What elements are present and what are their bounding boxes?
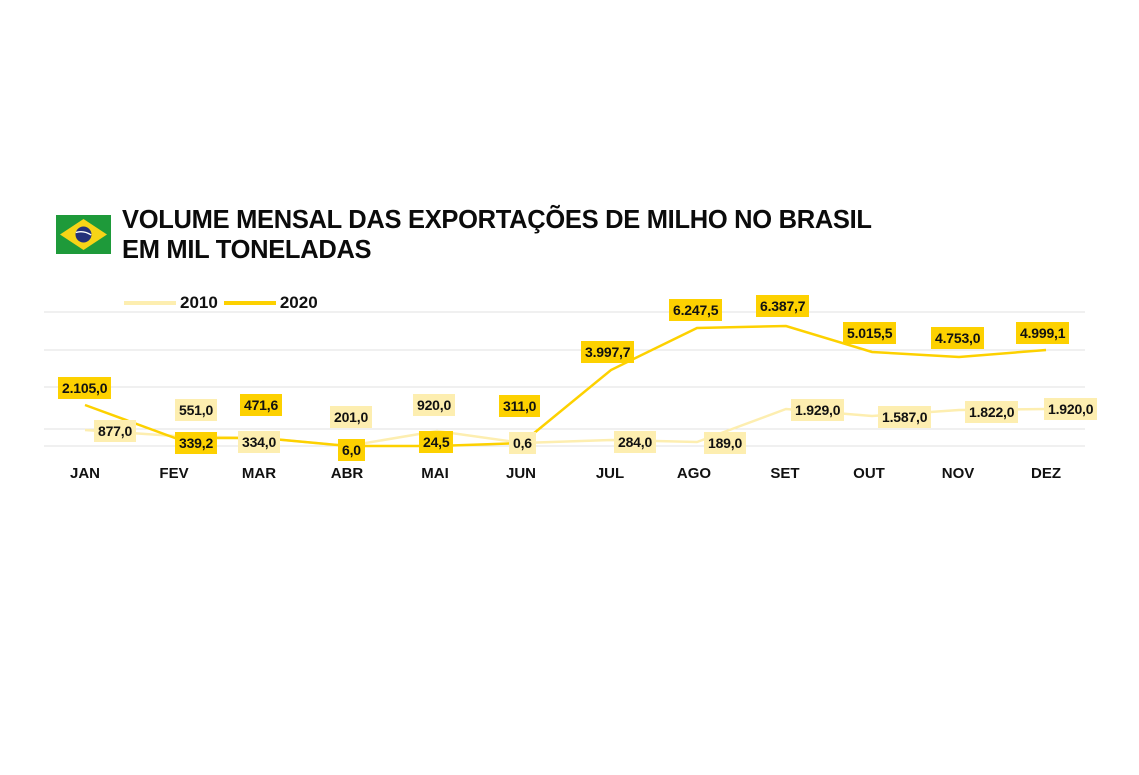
data-label-2020-mai: 24,5 [419,431,454,453]
x-tick-jun: JUN [505,465,536,482]
x-tick-mai: MAI [421,465,449,482]
data-label-2010-set: 1.929,0 [791,399,845,421]
legend-swatch-2020 [223,301,276,305]
legend-label-2020: 2020 [279,293,318,312]
x-tick-ago: AGO [676,465,712,482]
x-tick-set: SET [770,465,800,482]
data-label-2020-jul: 3.997,7 [581,341,635,363]
data-label-2020-jan: 2.105,0 [58,377,112,399]
data-label-2010-fev: 551,0 [175,399,218,421]
x-tick-nov: NOV [941,465,975,482]
gridlines [44,311,1085,447]
legend-label-2010: 2010 [180,293,218,312]
data-label-2010-jan: 877,0 [94,420,137,442]
data-label-2020-nov: 4.753,0 [931,327,985,349]
x-tick-abr: ABR [330,465,364,482]
data-label-2010-ago: 189,0 [704,432,747,454]
chart-title: VOLUME MENSAL DAS EXPORTAÇÕES DE MILHO N… [122,205,872,265]
data-label-2020-jun: 311,0 [499,395,541,417]
legend-item-2010: 2010 [124,293,218,313]
data-label-2010-nov: 1.822,0 [965,401,1019,423]
data-label-2010-abr: 201,0 [330,406,373,428]
brazil-flag-icon [56,215,111,254]
data-label-2020-set: 6.387,7 [756,295,810,317]
x-tick-out: OUT [853,465,885,482]
chart-legend: 2010 2020 [124,293,324,313]
data-label-2020-fev: 339,2 [175,432,218,454]
data-label-2020-mar: 471,6 [240,394,283,416]
x-tick-jan: JAN [69,465,100,482]
data-label-2010-mai: 920,0 [413,394,456,416]
data-label-2020-ago: 6.247,5 [669,299,723,321]
data-label-2020-dez: 4.999,1 [1016,322,1070,344]
data-label-2010-jun: 0,6 [509,432,536,454]
data-label-2010-jul: 284,0 [614,431,657,453]
x-tick-jul: JUL [595,465,625,482]
data-label-2020-abr: 6,0 [338,439,365,461]
data-label-2010-mar: 334,0 [238,431,281,453]
data-label-2020-out: 5.015,5 [843,322,897,344]
chart-title-line-1: VOLUME MENSAL DAS EXPORTAÇÕES DE MILHO N… [122,206,872,234]
x-tick-dez: DEZ [1031,465,1061,482]
series-2020-line [84,324,1047,448]
data-label-2010-dez: 1.920,0 [1044,398,1098,420]
x-tick-mar: MAR [241,465,277,482]
chart-title-line-2: EM MIL TONELADAS [122,236,372,264]
x-tick-fev: FEV [159,465,189,482]
legend-swatch-2010 [124,301,176,305]
data-label-2010-out: 1.587,0 [878,406,932,428]
legend-item-2020: 2020 [223,293,318,313]
